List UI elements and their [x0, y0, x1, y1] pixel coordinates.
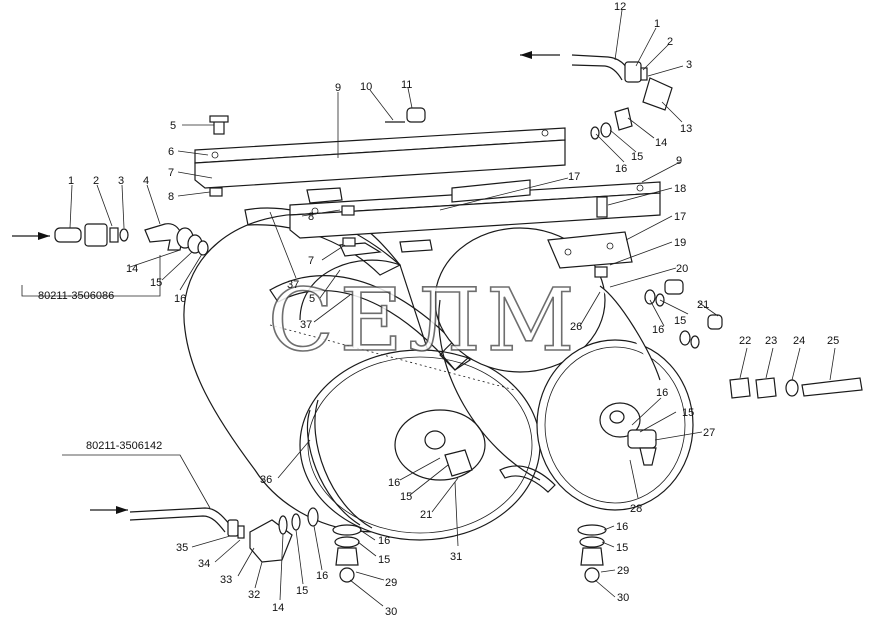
- part-label: 9: [335, 82, 341, 94]
- fittings-left: [54, 223, 209, 256]
- part-label: 8: [308, 211, 314, 223]
- small-air-receiver: [434, 227, 694, 511]
- part-label: 29: [385, 577, 397, 589]
- drain-valves: [332, 524, 607, 583]
- part-label: 21: [697, 299, 709, 311]
- mounting-brackets: [194, 127, 661, 269]
- part-label: 28: [630, 503, 642, 515]
- part-label: 30: [385, 606, 397, 618]
- part-label: 16: [388, 477, 400, 489]
- fittings-bottom-left: [129, 449, 473, 563]
- part-label: 3: [686, 59, 692, 71]
- part-label: 6: [168, 146, 174, 158]
- part-number-labels: 12 1 2 3 13 14 15 16 9 10 11 5 6 7 8 1 2…: [68, 1, 839, 618]
- part-label: 27: [703, 427, 715, 439]
- watermark: СЕЛМ: [268, 271, 580, 371]
- part-label: 15: [674, 315, 686, 327]
- fittings-top-right: [571, 54, 673, 140]
- part-label: 32: [248, 589, 260, 601]
- part-label: 16: [378, 535, 390, 547]
- part-label: 36: [260, 474, 272, 486]
- part-label: 15: [150, 277, 162, 289]
- flow-arrows: [12, 51, 560, 514]
- part-label: 26: [570, 321, 582, 333]
- part-label: 37: [300, 319, 312, 331]
- part-label: 16: [615, 163, 627, 175]
- inlet-code-bottom: 80211-3506142: [86, 440, 162, 452]
- part-label: 17: [568, 171, 580, 183]
- part-label: 4: [143, 175, 149, 187]
- part-label: 7: [168, 167, 174, 179]
- part-label: 16: [656, 387, 668, 399]
- inlet-code-left: 80211-3506086: [38, 290, 114, 302]
- part-label: 14: [126, 263, 138, 275]
- part-label: 1: [654, 18, 660, 30]
- part-label: 10: [360, 81, 372, 93]
- part-label: 12: [614, 1, 626, 13]
- part-label: 18: [674, 183, 686, 195]
- part-label: 30: [617, 592, 629, 604]
- part-label: 16: [616, 521, 628, 533]
- part-label: 15: [631, 151, 643, 163]
- part-label: 13: [680, 123, 692, 135]
- part-label: 1: [68, 175, 74, 187]
- part-label: 3: [118, 175, 124, 187]
- part-label: 15: [296, 585, 308, 597]
- part-label: 22: [739, 335, 751, 347]
- part-label: 15: [682, 407, 694, 419]
- part-label: 2: [667, 36, 673, 48]
- part-label: 5: [309, 293, 315, 305]
- part-label: 16: [652, 324, 664, 336]
- part-label: 19: [674, 237, 686, 249]
- part-label: 11: [401, 79, 412, 91]
- part-label: 33: [220, 574, 232, 586]
- part-label: 14: [272, 602, 284, 614]
- part-label: 14: [655, 137, 667, 149]
- part-label: 7: [308, 255, 314, 267]
- part-label: 24: [793, 335, 805, 347]
- part-label: 16: [174, 293, 186, 305]
- part-label: 2: [93, 175, 99, 187]
- part-label: 5: [170, 120, 176, 132]
- part-label: 31: [450, 551, 462, 563]
- fittings-right-side: [599, 279, 863, 466]
- part-label: 35: [176, 542, 188, 554]
- part-label: 29: [617, 565, 629, 577]
- fasteners: [209, 107, 608, 278]
- part-label: 9: [676, 155, 682, 167]
- part-label: 15: [378, 554, 390, 566]
- part-label: 23: [765, 335, 777, 347]
- part-label: 8: [168, 191, 174, 203]
- part-label: 25: [827, 335, 839, 347]
- leader-lines: [21, 9, 836, 607]
- part-label: 37: [287, 279, 299, 291]
- part-label: 17: [674, 211, 686, 223]
- part-label: 15: [616, 542, 628, 554]
- part-label: 20: [676, 263, 688, 275]
- part-label: 21: [420, 509, 432, 521]
- part-label: 34: [198, 558, 210, 570]
- part-label: 15: [400, 491, 412, 503]
- large-air-receiver: [183, 213, 541, 541]
- part-label: 16: [316, 570, 328, 582]
